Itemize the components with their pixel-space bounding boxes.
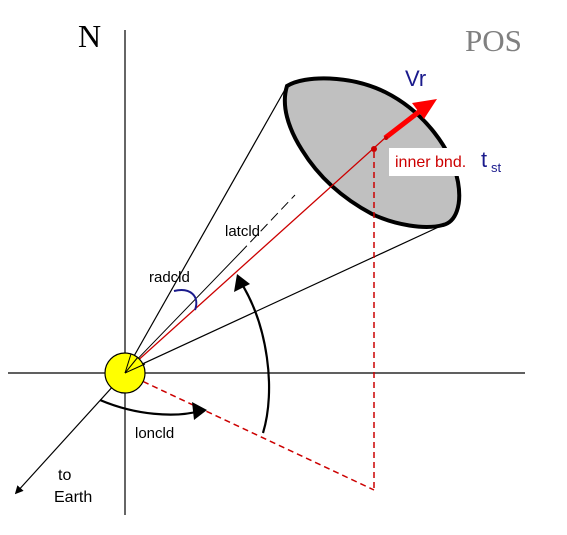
radcld-arc xyxy=(173,289,198,311)
cone-upper-edge xyxy=(124,85,288,373)
to-label: to xyxy=(58,467,71,484)
vr-arrow-head xyxy=(412,99,437,119)
pos-label: POS xyxy=(465,23,522,58)
latcld-label: latcld xyxy=(225,223,260,240)
inner-bnd-label-background xyxy=(389,148,517,176)
sun-radial-1 xyxy=(124,363,146,374)
north-label: N xyxy=(78,18,101,54)
cone-inner-upper-edge xyxy=(124,252,241,373)
radial-direction-line xyxy=(124,137,386,373)
latcld-arc-arrow-head xyxy=(234,274,250,292)
earth-label: Earth xyxy=(54,489,92,506)
projection-ground-dashed xyxy=(124,372,375,491)
latcld-arc-arrow xyxy=(239,280,271,434)
loncld-arc-arrow-head xyxy=(192,402,207,420)
radcld-label: radcld xyxy=(149,269,190,286)
inner-bnd-label: inner bnd. xyxy=(395,154,466,171)
cone-inner-dashed-edge xyxy=(239,194,296,254)
cone-lower-edge xyxy=(124,224,444,373)
loncld-arc-arrow xyxy=(99,398,201,416)
vr-arrow-shaft xyxy=(383,109,422,140)
inner-bnd-point xyxy=(371,146,377,152)
vr-label: Vr xyxy=(405,66,426,91)
sun-radial-2 xyxy=(124,356,139,374)
front-point xyxy=(384,136,388,140)
sun-radial-3 xyxy=(124,353,132,374)
t-label: t xyxy=(481,147,487,172)
to-earth-arrow xyxy=(14,372,126,495)
t-subscript-label: st xyxy=(491,160,502,175)
loncld-label: loncld xyxy=(135,425,174,442)
